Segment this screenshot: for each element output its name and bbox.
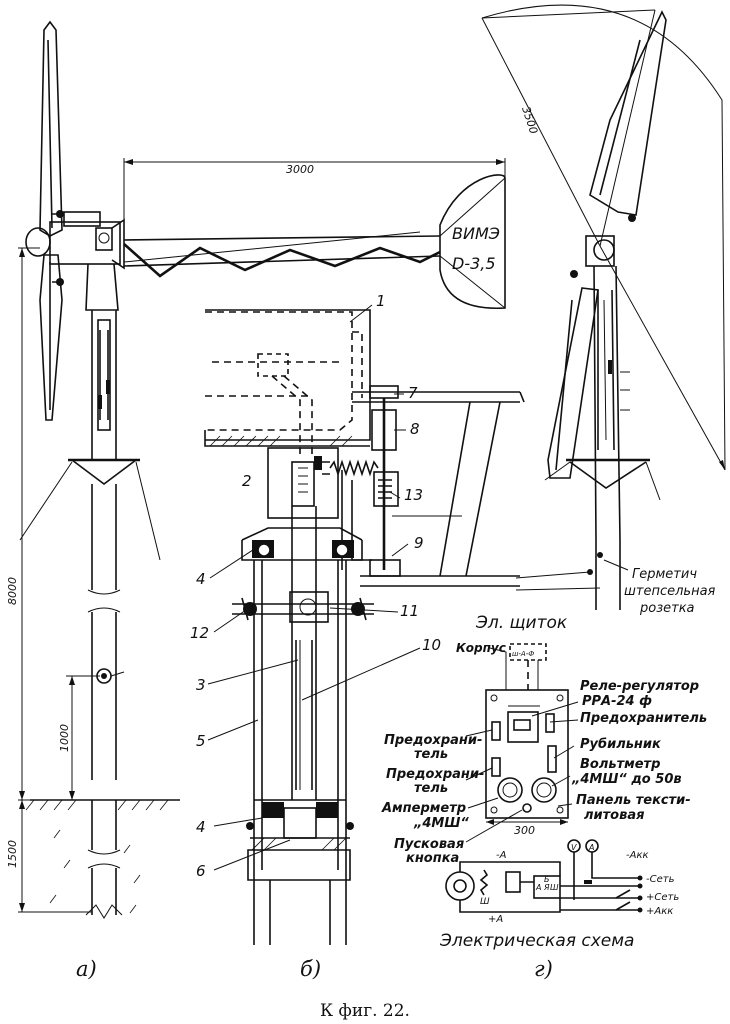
dim-span-label: 3000: [286, 163, 314, 176]
dim-height-label: 8000: [6, 577, 19, 605]
socket-label-3: розетка: [639, 601, 695, 616]
voltmeter-label-2: „4МШ“ до 50в: [571, 772, 682, 787]
callout-2: 2: [242, 472, 252, 490]
scheme-title: Электрическая схема: [439, 931, 634, 951]
callout-4-top: 4: [196, 570, 206, 588]
start-button-label-1: Пусковая: [394, 837, 464, 852]
relay-label-2: РРА-24 ф: [582, 694, 652, 709]
callout-9: 9: [414, 534, 424, 552]
callout-7: 7: [408, 384, 418, 402]
scheme-label-plus-set: +Сеть: [646, 892, 679, 903]
scheme-label-minus-akk: -Акк: [626, 850, 649, 861]
scheme-label-v: V: [571, 843, 577, 852]
callout-13: 13: [404, 486, 423, 504]
plug-label: ш-А-Ф: [512, 650, 534, 658]
scheme-label-minus-set: -Сеть: [646, 874, 675, 885]
panel-letter-b: б): [300, 957, 321, 981]
ammeter-label-2: „4МШ“: [413, 816, 469, 831]
dim-3500-label: 3500: [519, 105, 540, 136]
panel-material-label-2: литовая: [584, 808, 644, 823]
fuse-left-2-label-a: Предохрани-: [386, 767, 484, 782]
socket-label-1: Герметич: [632, 567, 697, 582]
callout-10: 10: [422, 636, 441, 654]
scheme-label-sh-2: Ш: [550, 883, 559, 892]
fuse-left-1-label-b: тель: [414, 747, 448, 762]
panel-b-section-drawing: [204, 304, 525, 945]
panel-v-turbine-drawing: [481, 4, 726, 610]
panel-a-turbine-drawing: [18, 20, 506, 919]
dim-1500-label: 1500: [6, 840, 19, 868]
panel-letter-a: а): [76, 957, 97, 981]
scheme-label-sh-1: Ш: [480, 897, 490, 907]
dim-1000-label: 1000: [58, 724, 71, 752]
scheme-label-plus-akk: +Акк: [646, 906, 673, 917]
scheme-label-minus-a: -А: [496, 850, 507, 861]
scheme-label-ya: Я: [543, 883, 550, 892]
scheme-label-b: Б: [544, 875, 550, 884]
relay-label-1: Реле-регулятор: [580, 679, 699, 694]
callout-11: 11: [400, 602, 419, 620]
callout-5: 5: [196, 732, 206, 750]
callout-1: 1: [376, 292, 386, 310]
switch-label: Рубильник: [580, 737, 662, 752]
callout-4-bottom: 4: [196, 818, 206, 836]
fuse-left-2-label-b: тель: [414, 781, 448, 796]
scheme-label-a: А: [535, 883, 541, 892]
socket-label-2: штепсельная: [624, 584, 716, 599]
start-button-label-2: кнопка: [406, 851, 459, 866]
tail-vane-text-d35: D-3,5: [452, 254, 496, 273]
fuse-left-1-label-a: Предохрани-: [384, 733, 482, 748]
tail-vane-text-vime: ВИМЭ: [452, 224, 500, 243]
scheme-label-plus-a: +А: [488, 914, 503, 925]
panel-letter-g: г): [534, 957, 553, 981]
voltmeter-label-1: Вольтметр: [580, 757, 660, 772]
callout-8: 8: [410, 420, 420, 438]
panel-g-drawing: [445, 643, 643, 913]
electric-panel-title: Эл. щиток: [475, 613, 568, 633]
figure-caption: К фиг. 22.: [320, 1001, 410, 1021]
ammeter-label-1: Амперметр: [381, 801, 466, 816]
callout-12: 12: [190, 624, 209, 642]
korpus-label: Корпус: [456, 641, 506, 655]
callout-6: 6: [196, 862, 206, 880]
panel-material-label-1: Панель тексти-: [576, 793, 691, 808]
dim-300-label: 300: [514, 824, 535, 837]
callout-3: 3: [196, 676, 206, 694]
fuse-right-label: Предохранитель: [580, 711, 707, 726]
scheme-label-a-meter: А: [588, 843, 594, 852]
